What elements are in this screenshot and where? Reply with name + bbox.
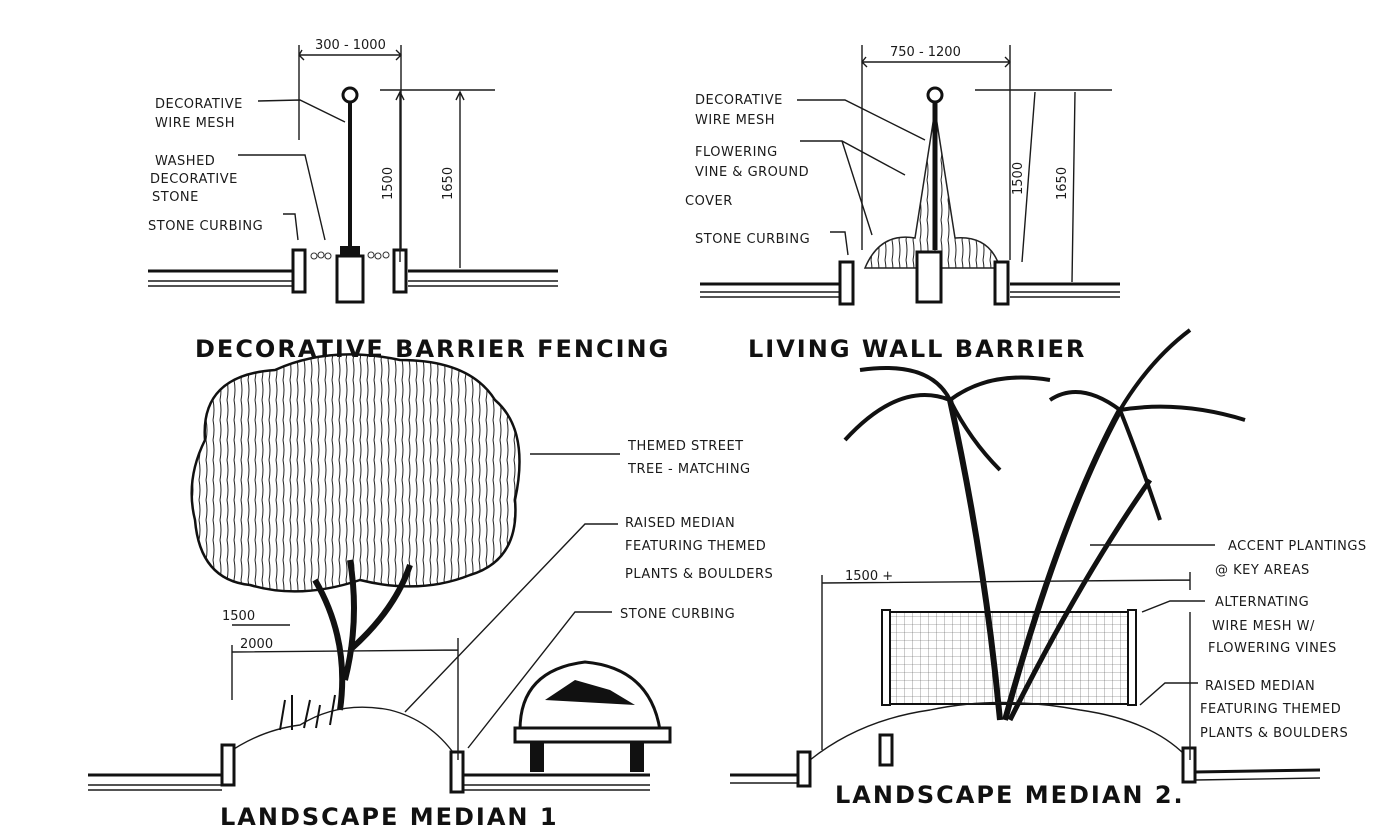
svg-text:VINE & GROUND: VINE & GROUND bbox=[695, 165, 809, 180]
dimension-1500-plus: 1500 + bbox=[845, 569, 893, 584]
svg-text:DECORATIVE: DECORATIVE bbox=[155, 97, 243, 112]
svg-text:RAISED MEDIAN: RAISED MEDIAN bbox=[625, 516, 735, 531]
palm-trees bbox=[843, 328, 1246, 722]
callout-accent-plantings: ACCENT PLANTINGS @ KEY AREAS bbox=[1090, 539, 1367, 578]
svg-text:PLANTS & BOULDERS: PLANTS & BOULDERS bbox=[625, 567, 773, 582]
stone-curb-left bbox=[838, 260, 855, 306]
svg-text:DECORATIVE: DECORATIVE bbox=[695, 93, 783, 108]
height-dimension-1500: 1500 bbox=[381, 167, 396, 200]
svg-text:STONE CURBING: STONE CURBING bbox=[620, 607, 735, 622]
decorative-barrier-fencing-section: 300 - 1000 1500 1650 DECORATIVE WIRE MES… bbox=[148, 38, 670, 363]
stone-curb-left bbox=[220, 743, 236, 787]
decorative-stone bbox=[310, 251, 390, 260]
svg-text:WIRE MESH W/: WIRE MESH W/ bbox=[1212, 619, 1315, 634]
ground-line bbox=[700, 282, 1120, 298]
car-rear-view bbox=[513, 660, 672, 772]
callout-raised-median: RAISED MEDIAN FEATURING THEMED PLANTS & … bbox=[1139, 679, 1348, 741]
ground-line bbox=[88, 773, 650, 791]
stone-curb-right bbox=[993, 260, 1010, 306]
pole-cap bbox=[926, 86, 944, 104]
height-dimension-1650: 1650 bbox=[1055, 167, 1070, 200]
dimension-lines bbox=[861, 45, 1112, 283]
living-wall-barrier-section: 750 - 1200 1500 1650 DECORATIVE WIRE MES… bbox=[685, 45, 1120, 363]
svg-text:@ KEY AREAS: @ KEY AREAS bbox=[1215, 563, 1310, 578]
stone-curb-right bbox=[449, 750, 465, 794]
dimension-lines bbox=[231, 624, 459, 760]
stone-curb-left bbox=[291, 248, 307, 294]
svg-text:FLOWERING VINES: FLOWERING VINES bbox=[1208, 641, 1337, 656]
section-title: LIVING WALL BARRIER bbox=[748, 335, 1086, 363]
street-tree-trunk bbox=[312, 559, 413, 711]
svg-text:PLANTS & BOULDERS: PLANTS & BOULDERS bbox=[1200, 726, 1348, 741]
section-title: LANDSCAPE MEDIAN 1 bbox=[220, 803, 559, 831]
callout-stone-curbing: STONE CURBING bbox=[148, 213, 299, 241]
callout-alternating-wire-mesh: ALTERNATING WIRE MESH W/ FLOWERING VINES bbox=[1141, 595, 1337, 656]
median-plants bbox=[279, 694, 336, 731]
callout-themed-street-tree: THEMED STREET TREE - MATCHING bbox=[530, 439, 751, 477]
ground-line bbox=[730, 768, 1321, 784]
svg-text:TREE - MATCHING: TREE - MATCHING bbox=[627, 462, 751, 477]
callout-decorative-wire-mesh: DECORATIVE WIRE MESH bbox=[695, 93, 926, 141]
stone-curb-center bbox=[878, 733, 894, 767]
svg-text:WIRE MESH: WIRE MESH bbox=[155, 116, 235, 131]
post-footing bbox=[915, 250, 943, 304]
raised-median-mound bbox=[224, 706, 456, 756]
callout-flowering-vine: FLOWERING VINE & GROUND COVER bbox=[685, 140, 906, 236]
dimension-2000: 2000 bbox=[240, 637, 273, 652]
raised-median-mound bbox=[809, 701, 1186, 761]
svg-text:FLOWERING: FLOWERING bbox=[695, 145, 778, 160]
svg-text:COVER: COVER bbox=[685, 194, 733, 209]
callout-washed-decorative-stone: WASHED DECORATIVE STONE bbox=[150, 154, 326, 241]
mesh-post-left bbox=[881, 609, 891, 706]
landscape-median-2-section: 1500 + ACCENT PLANTINGS @ KEY AREAS ALTE… bbox=[730, 328, 1367, 809]
wire-mesh-panel bbox=[887, 611, 1134, 705]
stone-curb-right bbox=[1181, 746, 1197, 784]
height-dimension-1650: 1650 bbox=[441, 167, 456, 200]
post-base bbox=[340, 246, 360, 256]
width-dimension: 300 - 1000 bbox=[315, 38, 386, 53]
section-title: LANDSCAPE MEDIAN 2. bbox=[835, 781, 1185, 809]
svg-text:RAISED MEDIAN: RAISED MEDIAN bbox=[1205, 679, 1315, 694]
dimension-lines bbox=[821, 572, 1191, 760]
svg-text:STONE CURBING: STONE CURBING bbox=[695, 232, 810, 247]
height-dimension-1500: 1500 bbox=[1011, 162, 1026, 195]
ground-line bbox=[148, 269, 558, 287]
post-footing bbox=[335, 254, 365, 304]
svg-text:STONE CURBING: STONE CURBING bbox=[148, 219, 263, 234]
callout-decorative-wire-mesh: DECORATIVE WIRE MESH bbox=[155, 97, 346, 131]
width-dimension: 750 - 1200 bbox=[890, 45, 961, 60]
svg-text:FEATURING THEMED: FEATURING THEMED bbox=[1200, 702, 1341, 717]
callout-stone-curbing: STONE CURBING bbox=[695, 231, 849, 256]
svg-text:FEATURING THEMED: FEATURING THEMED bbox=[625, 539, 766, 554]
svg-text:THEMED STREET: THEMED STREET bbox=[627, 439, 744, 454]
landscape-median-1-section: 1500 2000 THEMED STREET TREE - MATCHING … bbox=[88, 353, 773, 831]
dimension-lines bbox=[298, 45, 495, 268]
section-title: DECORATIVE BARRIER FENCING bbox=[195, 335, 670, 363]
svg-text:STONE: STONE bbox=[152, 190, 199, 205]
callout-raised-median: RAISED MEDIAN FEATURING THEMED PLANTS & … bbox=[404, 516, 773, 713]
mesh-post-right bbox=[1127, 609, 1137, 706]
stone-curb-left bbox=[796, 750, 812, 788]
callout-stone-curbing: STONE CURBING bbox=[467, 607, 735, 749]
svg-text:WIRE MESH: WIRE MESH bbox=[695, 113, 775, 128]
svg-text:ALTERNATING: ALTERNATING bbox=[1215, 595, 1309, 610]
pole-cap bbox=[341, 86, 359, 104]
svg-text:DECORATIVE: DECORATIVE bbox=[150, 172, 238, 187]
svg-text:WASHED: WASHED bbox=[155, 154, 215, 169]
svg-text:ACCENT PLANTINGS: ACCENT PLANTINGS bbox=[1228, 539, 1367, 554]
dimension-1500: 1500 bbox=[222, 609, 255, 624]
street-tree-canopy bbox=[190, 353, 521, 593]
